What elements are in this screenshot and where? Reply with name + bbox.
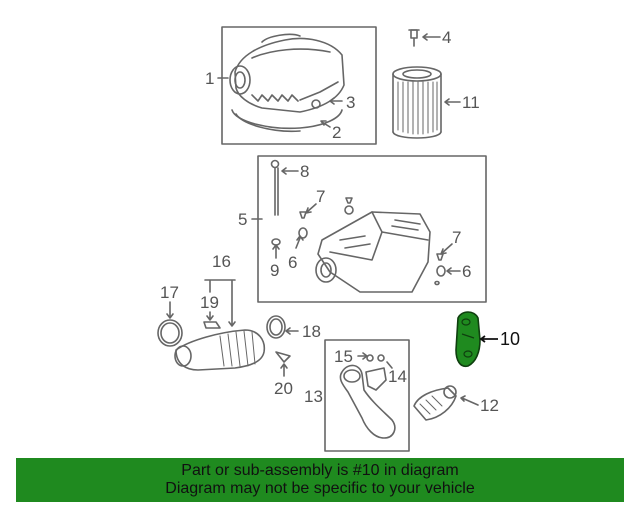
banner-line-2: Diagram may not be specific to your vehi… [165, 480, 475, 497]
leader-10 [479, 335, 498, 343]
callout-7-left: 7 [316, 187, 325, 206]
callout-12: 12 [480, 396, 499, 415]
callout-11: 11 [462, 93, 480, 112]
cover-group-box [221, 26, 377, 145]
resonator-group-box [324, 339, 410, 452]
callout-5: 5 [238, 210, 247, 229]
grommet-6-left[interactable] [298, 227, 308, 239]
callout-16: 16 [212, 252, 231, 271]
leader-7-left [305, 203, 317, 214]
leader-16 [204, 279, 236, 327]
air-cleaner-cover-part[interactable] [229, 33, 345, 113]
leader-18 [285, 327, 299, 335]
leader-7-right [440, 243, 453, 255]
callout-19: 19 [200, 293, 219, 312]
stud-part[interactable] [270, 159, 280, 216]
leader-15 [357, 352, 368, 360]
leader-6-left [295, 235, 304, 249]
clamp-18[interactable] [266, 315, 286, 339]
lower-housing-part[interactable] [315, 211, 431, 293]
callout-17: 17 [160, 283, 179, 302]
callout-6-right: 6 [462, 262, 471, 281]
leader-12 [460, 395, 479, 406]
callout-20: 20 [274, 379, 293, 398]
grommet-part[interactable] [271, 238, 281, 246]
nut-15[interactable] [366, 354, 374, 362]
callout-13: 13 [304, 387, 323, 406]
leader-14 [386, 361, 393, 369]
callout-3: 3 [346, 93, 355, 112]
bolt-7-left[interactable] [299, 211, 307, 219]
callout-9: 9 [270, 261, 279, 280]
outlet-duct-part[interactable] [413, 385, 457, 421]
leader-19 [206, 311, 214, 321]
callout-1: 1 [205, 69, 214, 88]
bolt-7-right[interactable] [436, 253, 444, 261]
callout-6-left: 6 [288, 253, 297, 272]
grommet-6-right[interactable] [436, 265, 446, 277]
callout-14: 14 [388, 367, 407, 386]
bolt-part[interactable] [408, 29, 420, 47]
bracket-19[interactable] [203, 321, 221, 329]
air-filter-part[interactable] [392, 66, 442, 139]
leader-2 [320, 120, 331, 128]
callout-10: 10 [500, 329, 520, 349]
leader-3 [329, 97, 343, 105]
leader-20 [280, 363, 288, 377]
bracket-14[interactable] [365, 367, 387, 391]
highlighted-part-10[interactable] [455, 311, 481, 368]
leader-6-right [446, 267, 461, 275]
callout-7-right: 7 [452, 228, 461, 247]
clip-20[interactable] [275, 351, 291, 363]
callout-15: 15 [334, 347, 353, 366]
callout-8: 8 [300, 162, 309, 181]
gasket-part[interactable] [231, 109, 343, 130]
housing-group-box [257, 155, 487, 303]
leader-8 [281, 167, 299, 175]
leader-4 [422, 33, 441, 41]
callout-4: 4 [442, 28, 451, 47]
clamp-17[interactable] [157, 319, 183, 347]
banner-line-1: Part or sub-assembly is #10 in diagram [181, 462, 459, 479]
intake-duct-part[interactable] [174, 329, 266, 371]
resonator-part[interactable] [339, 364, 396, 439]
parts-diagram: 1 2 3 4 5 6 6 7 7 8 9 10 11 12 13 14 15 … [157, 26, 520, 452]
leader-9 [272, 244, 280, 259]
leader-17 [166, 301, 174, 319]
info-banner: Part or sub-assembly is #10 in diagram D… [16, 458, 624, 502]
callout-18: 18 [302, 322, 321, 341]
leader-11 [444, 98, 461, 106]
clip-part[interactable] [311, 99, 321, 109]
callout-2: 2 [332, 123, 341, 142]
